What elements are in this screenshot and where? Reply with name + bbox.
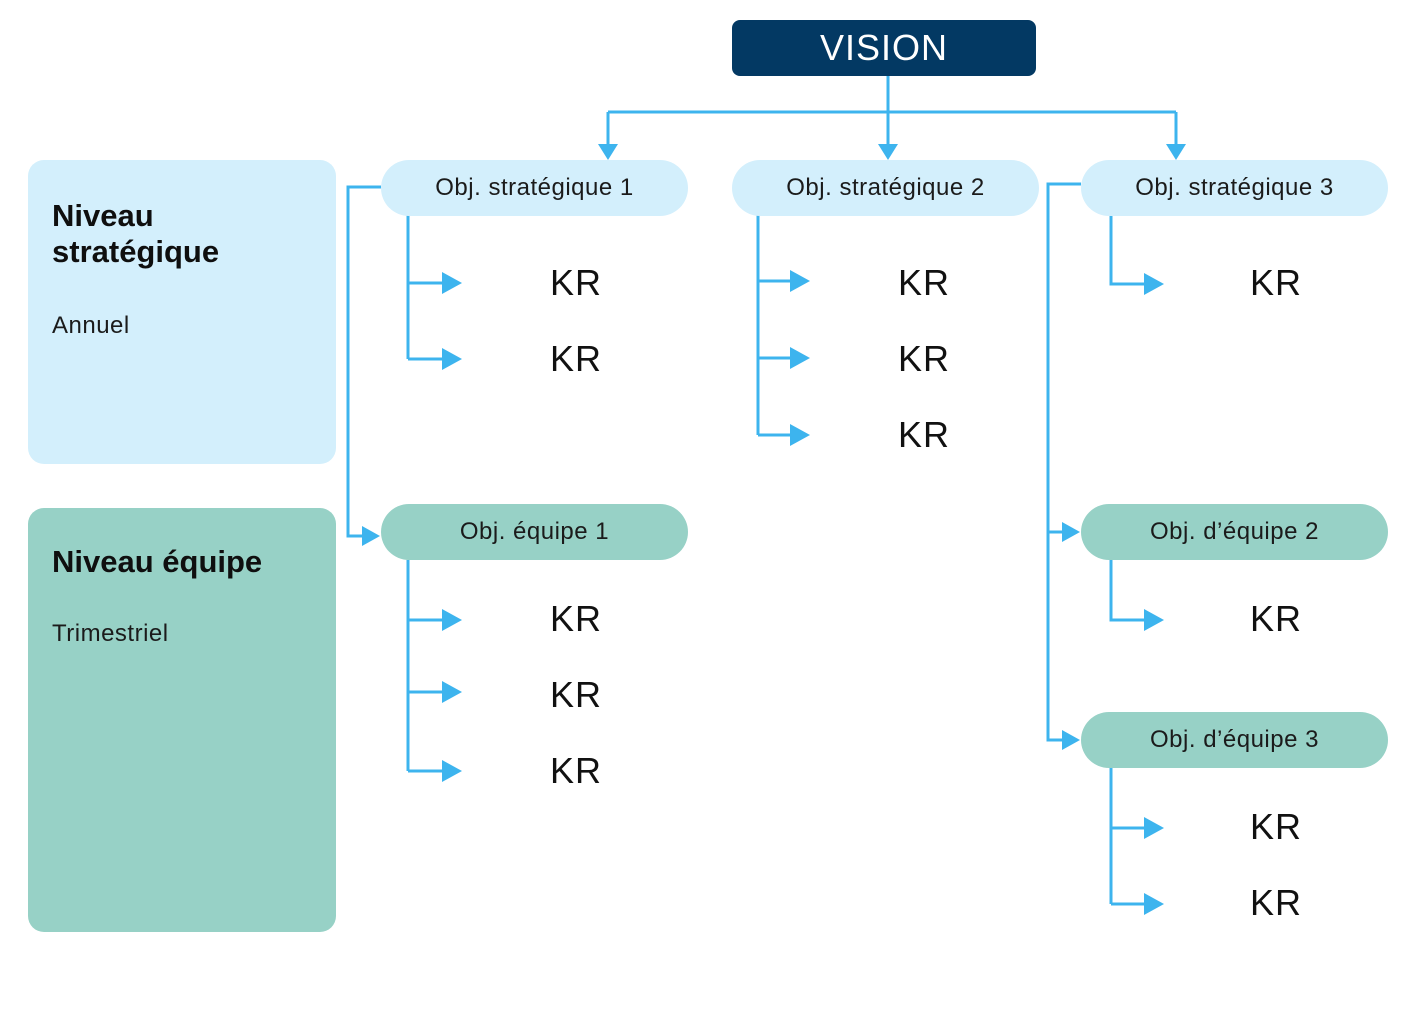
team-objective-1: Obj. équipe 1 bbox=[381, 504, 688, 560]
key-result: KR bbox=[1249, 882, 1302, 923]
strat1-to-team1-connector bbox=[346, 185, 381, 538]
team-level-panel: Niveau équipe Trimestriel bbox=[28, 508, 336, 932]
strategic-objective-2: Obj. stratégique 2 bbox=[732, 160, 1039, 216]
key-result: KR bbox=[549, 338, 602, 379]
arrow-right-icon bbox=[1062, 522, 1080, 542]
arrow-right-icon bbox=[1144, 609, 1164, 631]
arrow-right-icon bbox=[1144, 273, 1164, 295]
team1-kr-branch bbox=[406, 560, 444, 773]
arrow-right-icon bbox=[1062, 730, 1080, 750]
arrow-right-icon bbox=[442, 760, 462, 782]
team3-kr-branch bbox=[1109, 768, 1146, 906]
key-result: KR bbox=[549, 262, 602, 303]
strategic-level-title: Niveau stratégique bbox=[52, 198, 220, 269]
arrow-right-icon bbox=[442, 681, 462, 703]
strat2-kr-branch bbox=[756, 214, 792, 437]
strategic-objective-3: Obj. stratégique 3 bbox=[1081, 160, 1388, 216]
arrow-down-icon bbox=[1166, 144, 1186, 160]
key-result: KR bbox=[549, 598, 602, 639]
arrow-down-icon bbox=[878, 144, 898, 160]
arrow-right-icon bbox=[442, 348, 462, 370]
key-result: KR bbox=[549, 674, 602, 715]
arrow-down-icon bbox=[598, 144, 618, 160]
team-level-title: Niveau équipe bbox=[52, 544, 263, 579]
strat3-kr-branch bbox=[1109, 214, 1146, 286]
strat3-to-team-connector bbox=[1046, 182, 1081, 742]
arrow-right-icon bbox=[790, 424, 810, 446]
key-result: KR bbox=[549, 750, 602, 791]
strategic-level-panel: Niveau stratégique Annuel bbox=[28, 160, 336, 464]
arrow-right-icon bbox=[362, 526, 380, 546]
team-objective-2: Obj. d’équipe 2 bbox=[1081, 504, 1388, 560]
strat1-kr-branch bbox=[406, 214, 444, 361]
key-result: KR bbox=[1249, 598, 1302, 639]
team-objective-3: Obj. d’équipe 3 bbox=[1081, 712, 1388, 768]
team2-kr-branch bbox=[1109, 560, 1146, 622]
arrow-right-icon bbox=[442, 609, 462, 631]
team-level-cadence: Trimestriel bbox=[52, 620, 169, 647]
key-result: KR bbox=[897, 414, 950, 455]
key-result: KR bbox=[897, 338, 950, 379]
arrow-right-icon bbox=[1144, 893, 1164, 915]
strategic-level-cadence: Annuel bbox=[52, 312, 130, 339]
vision-box: VISION bbox=[732, 20, 1036, 76]
key-result: KR bbox=[1249, 262, 1302, 303]
vision-connector bbox=[606, 76, 1178, 146]
strategic-objective-1: Obj. stratégique 1 bbox=[381, 160, 688, 216]
arrow-right-icon bbox=[442, 272, 462, 294]
key-result: KR bbox=[1249, 806, 1302, 847]
arrow-right-icon bbox=[1144, 817, 1164, 839]
arrow-right-icon bbox=[790, 270, 810, 292]
key-result: KR bbox=[897, 262, 950, 303]
arrow-right-icon bbox=[790, 347, 810, 369]
